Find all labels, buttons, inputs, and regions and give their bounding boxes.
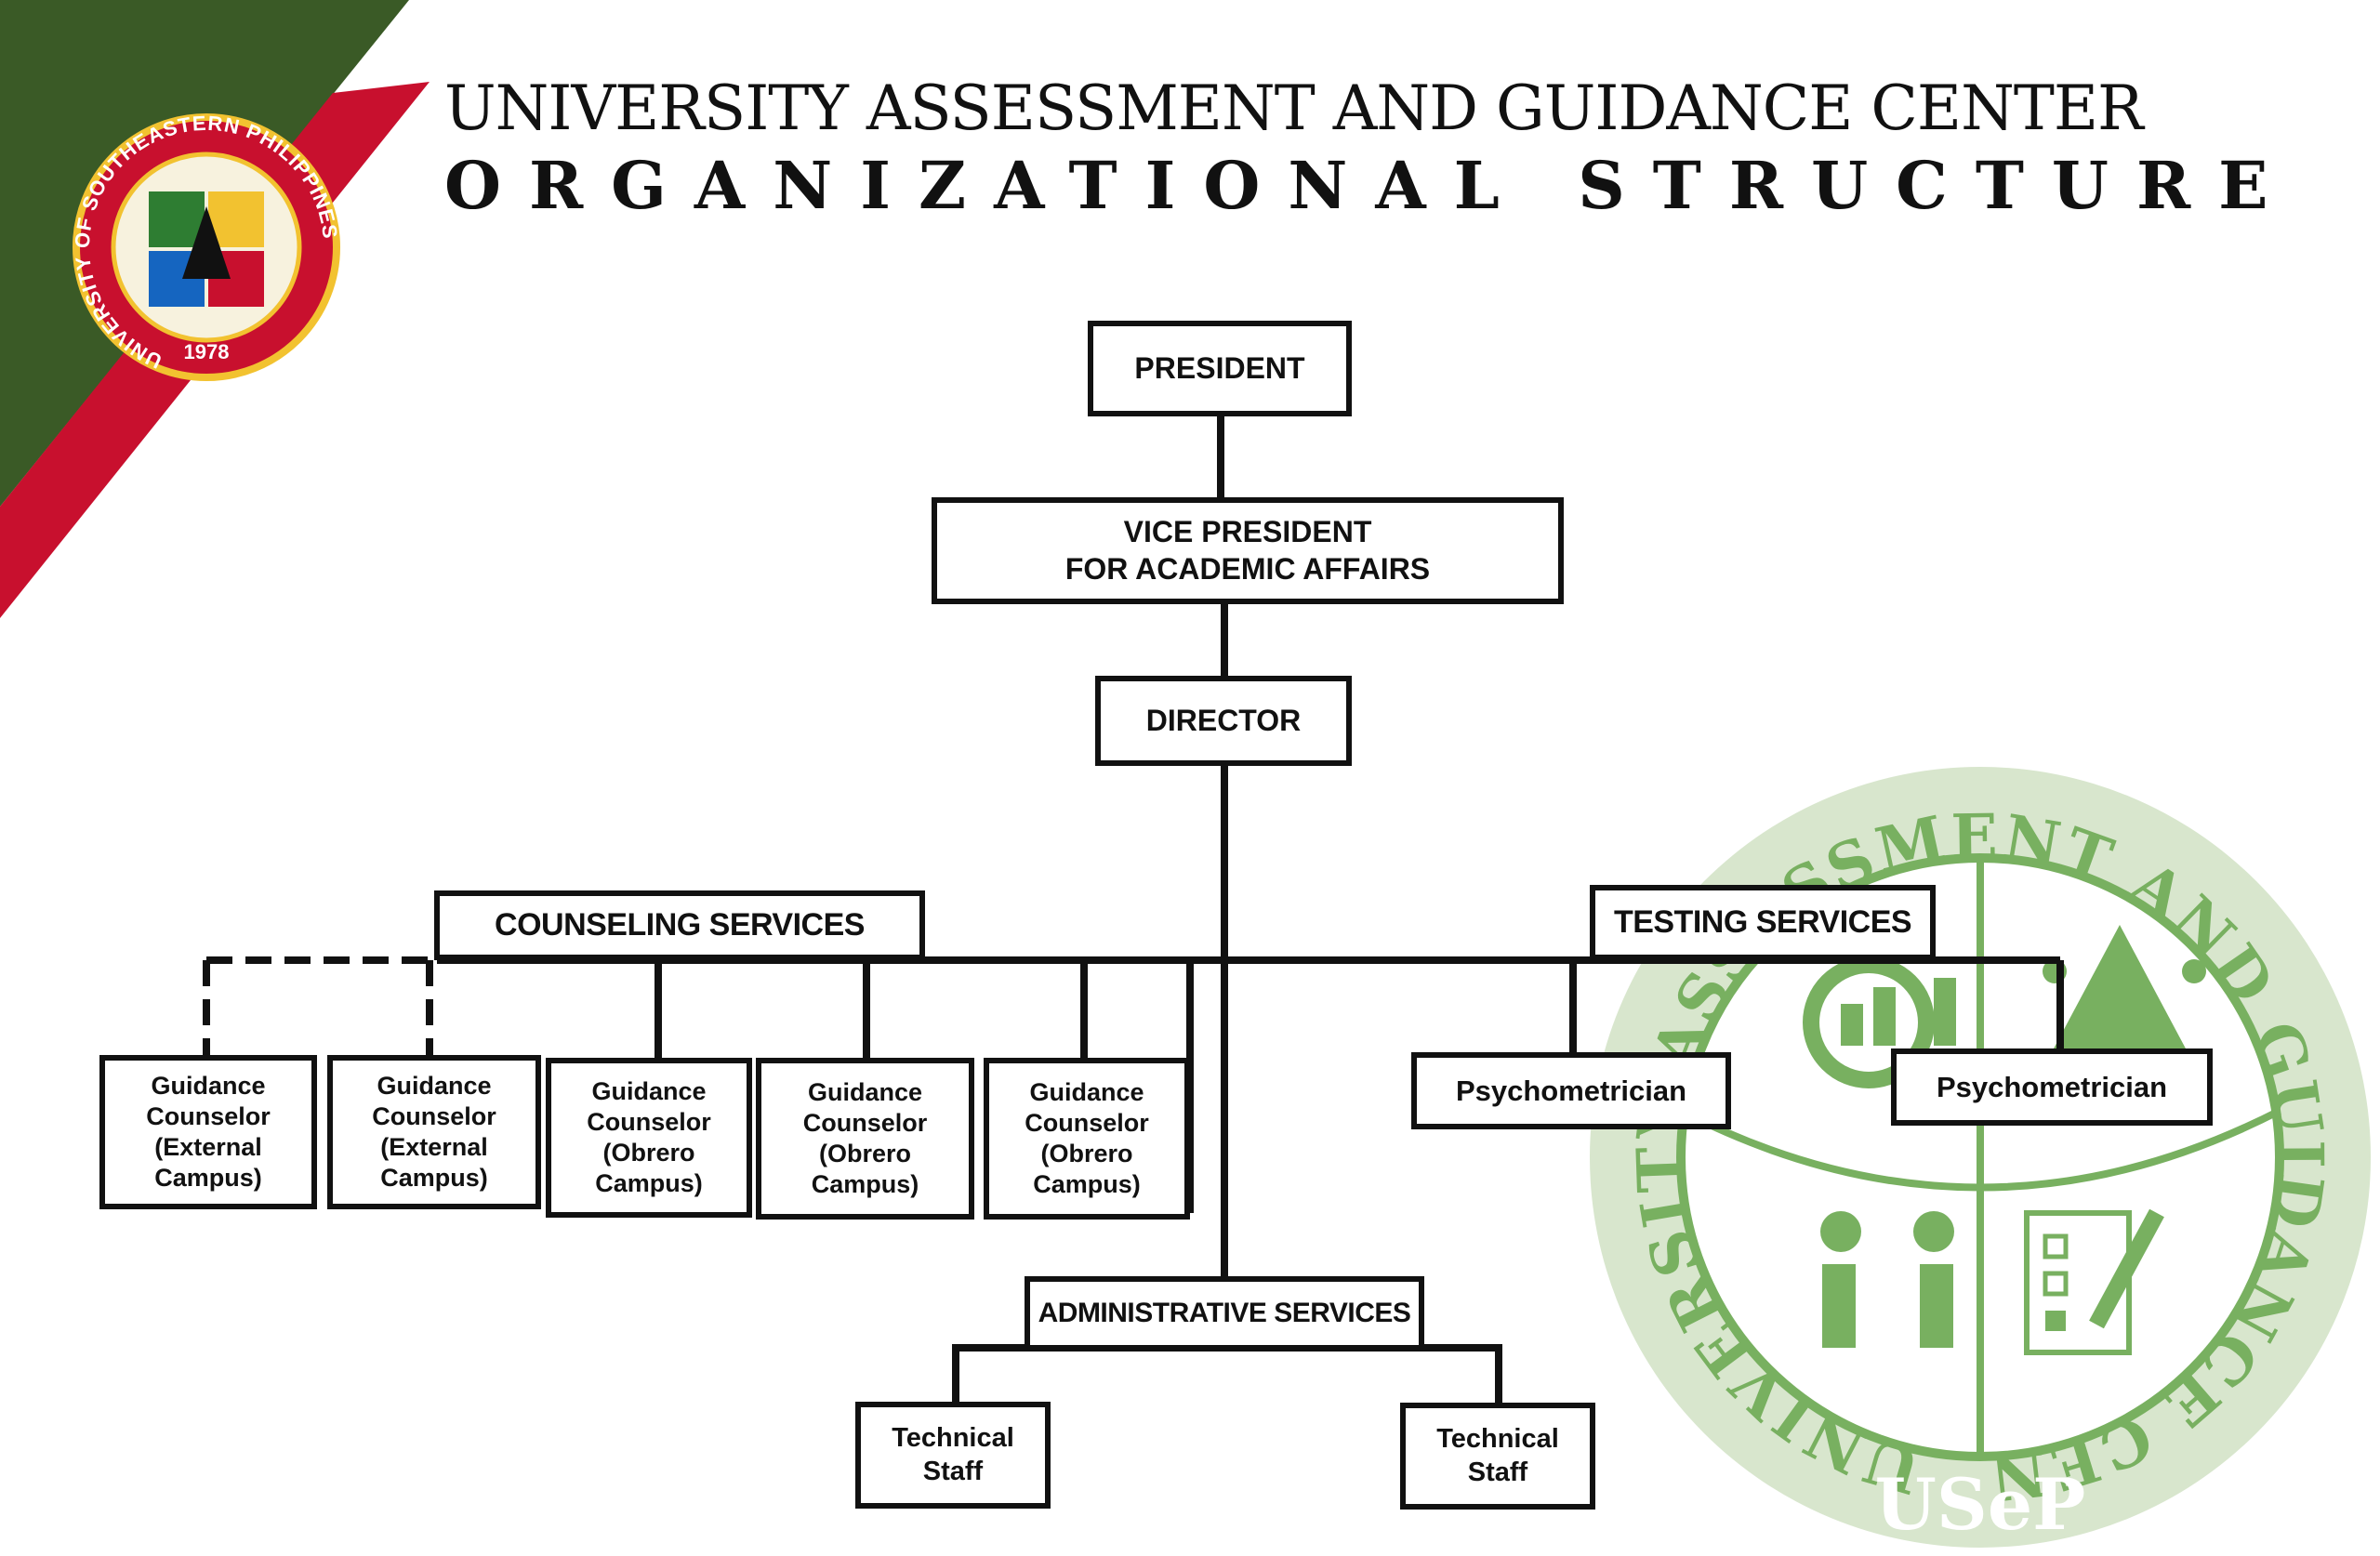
checklist-icon [2024, 1208, 2164, 1355]
seal-year: 1978 [184, 340, 230, 363]
center-watermark-logo: UNIVERSITY ASSESSMENT AND GUIDANCE CENTE… [1562, 744, 2371, 1548]
page-title: UNIVERSITY ASSESSMENT AND GUIDANCE CENTE… [444, 73, 2144, 144]
technical-staff-box: Technical Staff [855, 1402, 1051, 1509]
watermark-acronym: USeP [1875, 1463, 2086, 1546]
counseling-icon [1820, 1211, 1954, 1348]
administrative-services-box: ADMINISTRATIVE SERVICES [1025, 1276, 1424, 1351]
psychometrician-box: Psychometrician [1411, 1052, 1731, 1129]
guidance-counselor-box: Guidance Counselor (Obrero Campus) [546, 1058, 752, 1218]
testing-services-box: TESTING SERVICES [1590, 885, 1936, 960]
corner-banner: UNIVERSITY OF SOUTHEASTERN PHILIPPINES 1… [0, 0, 430, 618]
director-box: DIRECTOR [1095, 676, 1352, 766]
guidance-counselor-box: Guidance Counselor (External Campus) [327, 1055, 541, 1209]
vice-president-box: VICE PRESIDENT FOR ACADEMIC AFFAIRS [932, 497, 1564, 604]
counseling-services-box: COUNSELING SERVICES [434, 890, 925, 960]
guidance-counselor-box: Guidance Counselor (Obrero Campus) [756, 1058, 974, 1220]
university-seal: UNIVERSITY OF SOUTHEASTERN PHILIPPINES 1… [71, 112, 341, 381]
guidance-counselor-box: Guidance Counselor (Obrero Campus) [984, 1058, 1190, 1220]
president-box: PRESIDENT [1088, 321, 1352, 416]
technical-staff-box: Technical Staff [1400, 1403, 1595, 1510]
dashed-external-link [203, 956, 558, 1058]
guidance-counselor-box: Guidance Counselor (External Campus) [99, 1055, 317, 1209]
psychometrician-box: Psychometrician [1891, 1048, 2213, 1126]
page-subtitle: ORGANIZATIONAL STRUCTURE [444, 147, 2296, 224]
